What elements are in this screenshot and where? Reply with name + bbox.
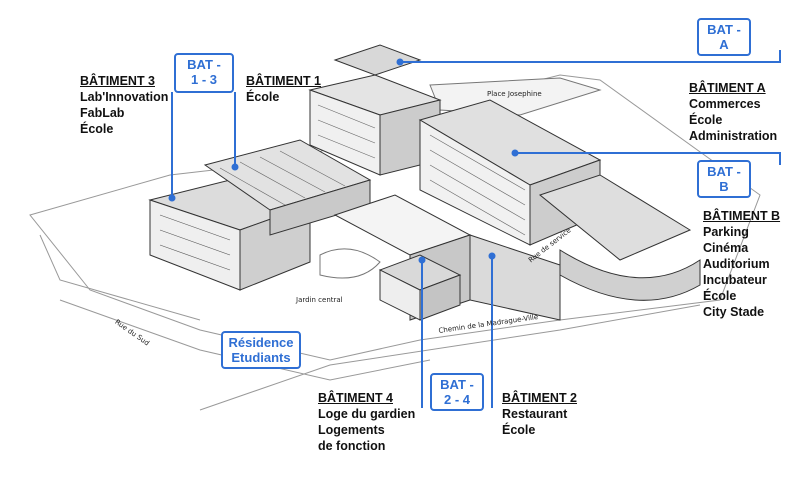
badge-bat-1-3: BAT - 1 - 3 bbox=[174, 53, 234, 93]
badge-residence-etudiants: Résidence Etudiants bbox=[221, 331, 301, 369]
legend-batiment-4: BÂTIMENT 4 Loge du gardien Logements de … bbox=[318, 390, 415, 454]
legend-batiment-a-item: École bbox=[689, 113, 723, 127]
legend-batiment-3-item: Lab'Innovation bbox=[80, 90, 169, 104]
legend-batiment-a-item: Commerces bbox=[689, 97, 761, 111]
legend-batiment-a-title: BÂTIMENT A bbox=[689, 81, 766, 95]
legend-batiment-b-item: Parking bbox=[703, 225, 749, 239]
badge-bat-1-3-line1: BAT - bbox=[187, 57, 221, 72]
badge-bat-a-line1: BAT - bbox=[707, 22, 741, 37]
legend-batiment-3: BÂTIMENT 3 Lab'Innovation FabLab École bbox=[80, 73, 168, 137]
label-jardin-central: Jardin central bbox=[296, 296, 343, 304]
legend-batiment-b-item: Incubateur bbox=[703, 273, 767, 287]
dot-bat-b bbox=[511, 149, 519, 157]
legend-batiment-3-title: BÂTIMENT 3 bbox=[80, 74, 155, 88]
badge-bat-b-line2: B bbox=[719, 179, 729, 194]
legend-batiment-2-item: Restaurant bbox=[502, 407, 568, 421]
badge-bat-a-line2: A bbox=[719, 37, 729, 52]
badge-bat-a: BAT - A bbox=[697, 18, 751, 56]
legend-batiment-4-item: Loge du gardien bbox=[318, 407, 416, 421]
badge-bat-2-4-line1: BAT - bbox=[440, 377, 474, 392]
building-b-shape bbox=[418, 99, 701, 301]
leader-bat-b bbox=[515, 152, 781, 165]
leader-bat-a bbox=[400, 50, 781, 63]
legend-batiment-3-item: École bbox=[80, 122, 114, 136]
building-1-shape bbox=[203, 139, 372, 236]
jardin-central-area bbox=[319, 248, 381, 279]
dot-bat-4 bbox=[418, 256, 426, 264]
dot-bat-1 bbox=[231, 163, 239, 171]
legend-batiment-b-title: BÂTIMENT B bbox=[703, 209, 781, 223]
legend-batiment-1: BÂTIMENT 1 École bbox=[246, 73, 321, 105]
badge-bat-1-3-line2: 1 - 3 bbox=[190, 72, 217, 87]
legend-batiment-b-item: City Stade bbox=[703, 305, 765, 319]
badge-residence-line2: Etudiants bbox=[231, 350, 291, 365]
legend-batiment-4-item: Logements bbox=[318, 423, 385, 437]
label-place-josephine: Place Josephine bbox=[487, 90, 542, 98]
building-4-shape bbox=[378, 254, 462, 321]
legend-batiment-3-item: FabLab bbox=[80, 106, 125, 120]
legend-batiment-1-item: École bbox=[246, 90, 280, 104]
legend-batiment-a-item: Administration bbox=[689, 129, 778, 143]
legend-batiment-b-item: Auditorium bbox=[703, 257, 770, 271]
legend-batiment-2-title: BÂTIMENT 2 bbox=[502, 391, 577, 405]
badge-bat-2-4: BAT - 2 - 4 bbox=[430, 373, 484, 411]
legend-batiment-b: BÂTIMENT B Parking Cinéma Auditorium Inc… bbox=[703, 208, 780, 320]
badge-bat-2-4-line2: 2 - 4 bbox=[443, 392, 470, 407]
legend-batiment-4-title: BÂTIMENT 4 bbox=[318, 391, 393, 405]
legend-batiment-a: BÂTIMENT A Commerces École Administratio… bbox=[689, 80, 777, 144]
leader-dots bbox=[168, 58, 519, 264]
badge-residence-line1: Résidence bbox=[228, 335, 294, 350]
dot-bat-3 bbox=[168, 194, 176, 202]
legend-batiment-b-item: Cinéma bbox=[703, 241, 749, 255]
dot-bat-a bbox=[396, 58, 404, 66]
legend-batiment-b-item: École bbox=[703, 289, 737, 303]
badge-bat-b-line1: BAT - bbox=[707, 164, 741, 179]
legend-batiment-2: BÂTIMENT 2 Restaurant École bbox=[502, 390, 577, 438]
legend-batiment-2-item: École bbox=[502, 423, 536, 437]
badge-bat-b: BAT - B bbox=[697, 160, 751, 198]
legend-batiment-1-title: BÂTIMENT 1 bbox=[246, 74, 321, 88]
dot-bat-2 bbox=[488, 252, 496, 260]
legend-batiment-4-item: de fonction bbox=[318, 439, 386, 453]
leader-lines bbox=[171, 50, 781, 408]
